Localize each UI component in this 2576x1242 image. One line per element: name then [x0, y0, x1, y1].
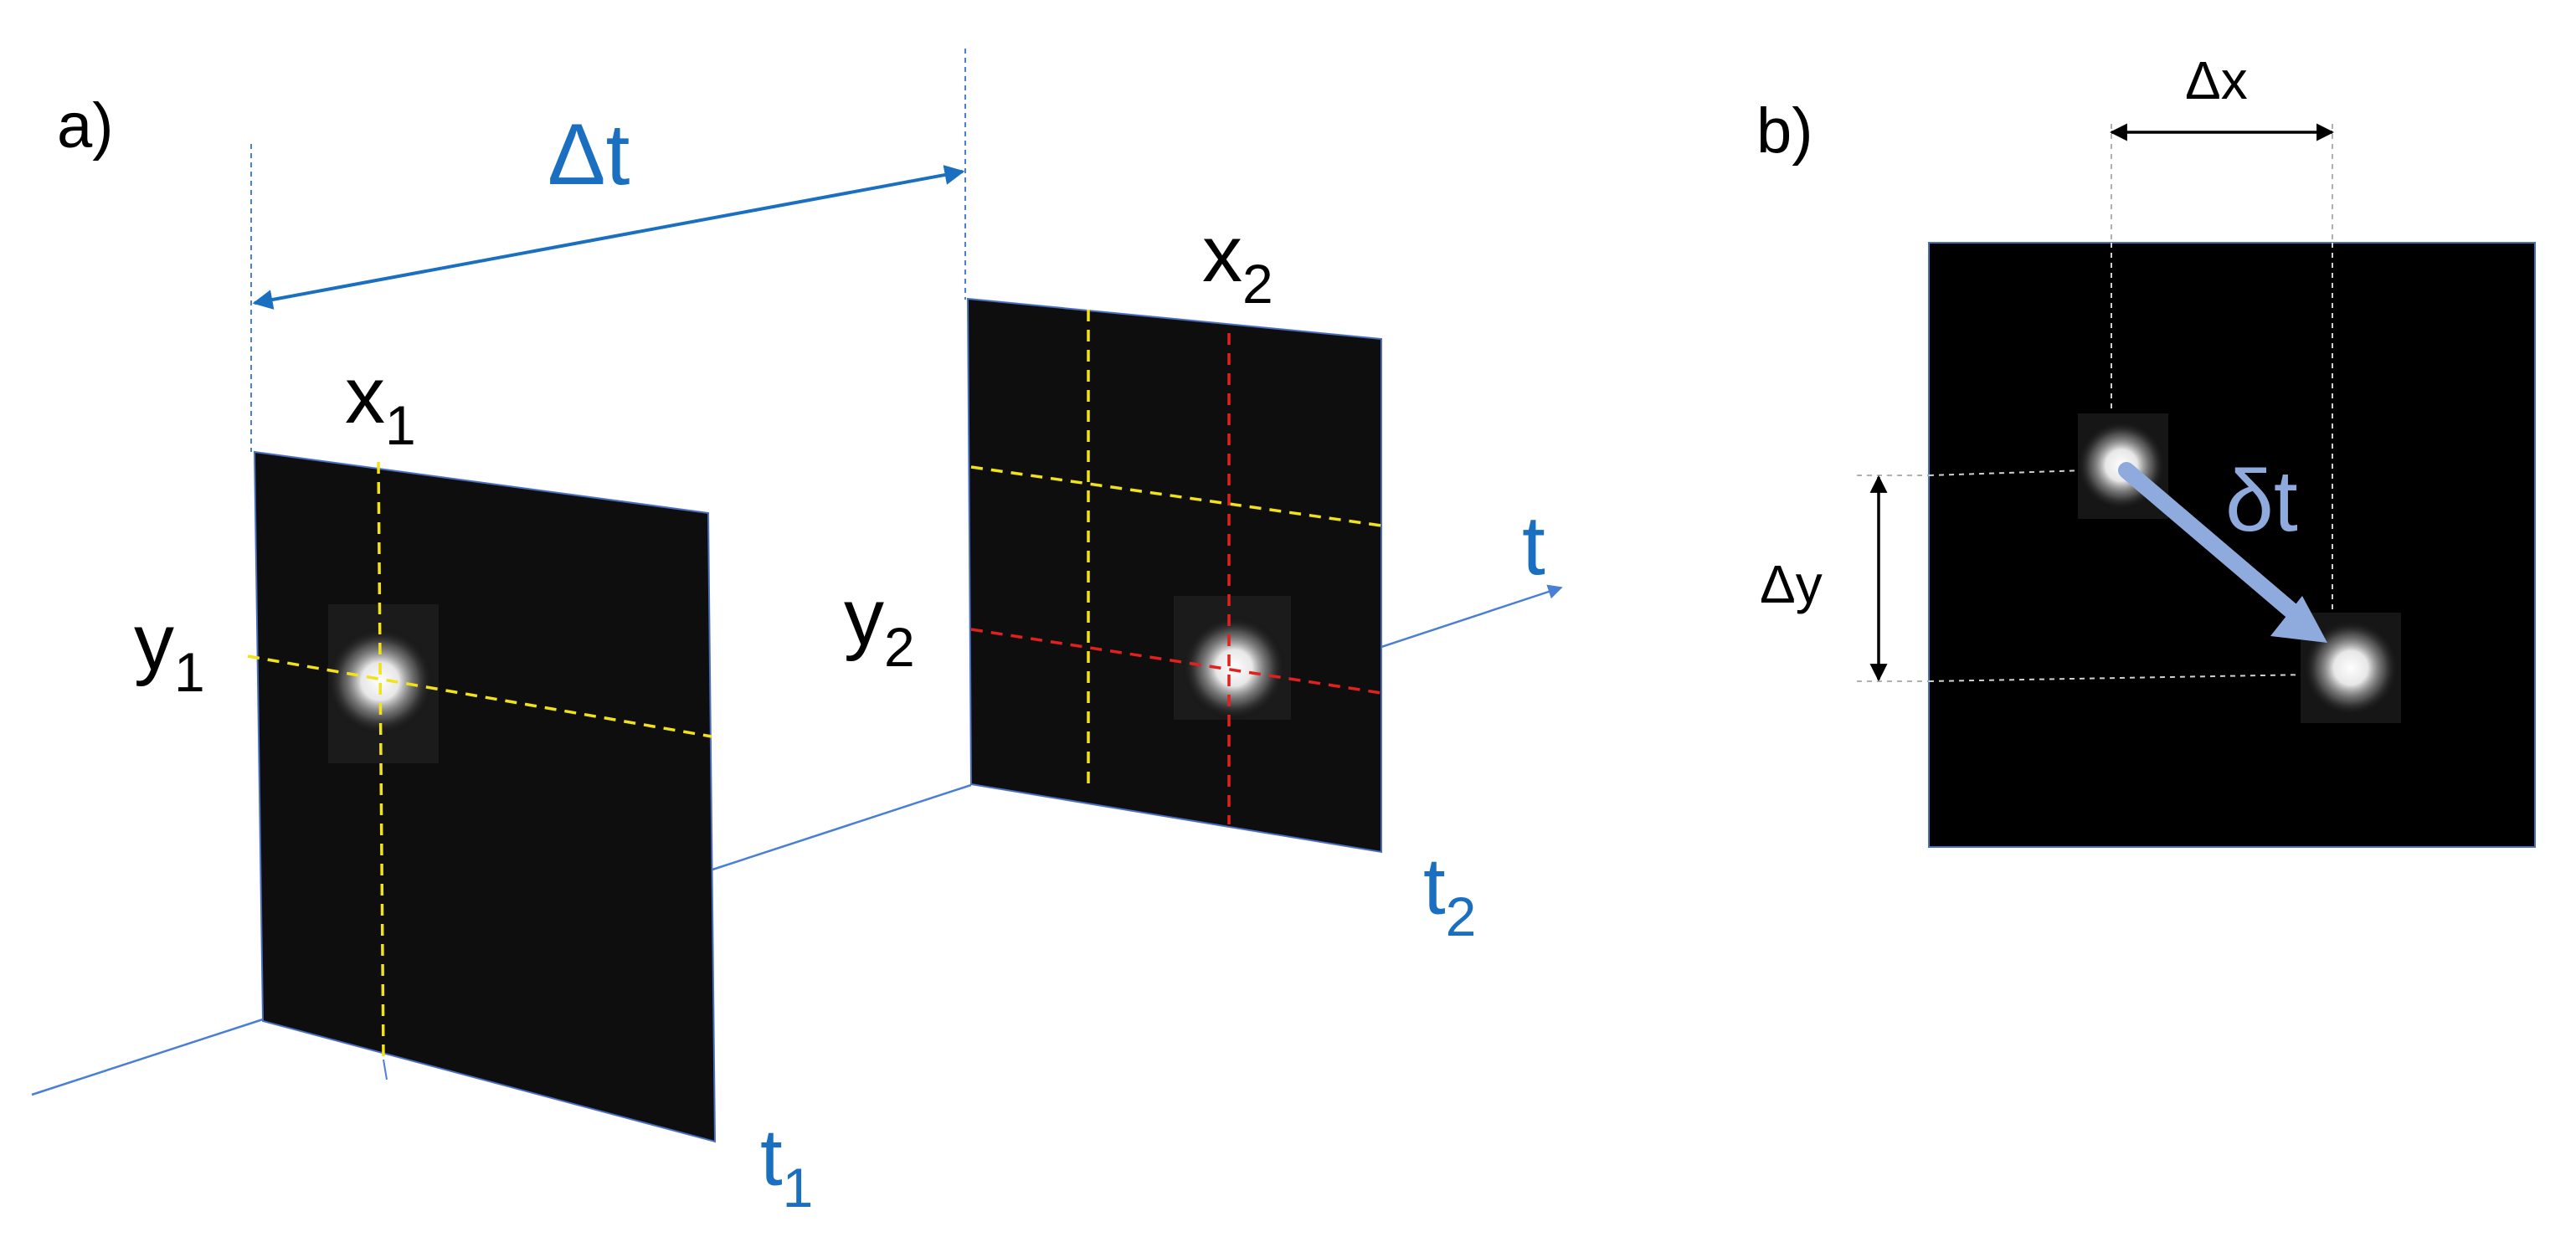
frame-1 [247, 450, 717, 1143]
particle-2 [2302, 619, 2399, 716]
delta-t-label: Δt [548, 106, 630, 203]
delta-x-dimension: Δx [2109, 50, 2335, 141]
frame-1-x-label: x1 [345, 351, 416, 456]
time-axis-label: t [1522, 499, 1545, 593]
frame-2-t-label: t2 [1423, 842, 1476, 947]
frame-1-particle [326, 628, 434, 735]
frame-2-image [966, 297, 1382, 854]
guide-y2-inner [1928, 674, 2311, 682]
frame-1-y-label: y1 [134, 598, 205, 703]
motion-arrow [2118, 462, 2327, 643]
delta-t-arrow [252, 165, 965, 310]
frame-2 [966, 297, 1382, 854]
frame-1-t-label: t1 [760, 1113, 813, 1219]
frame-2-red-horizontal [970, 628, 1382, 695]
panel-b-label: b) [1756, 95, 1813, 167]
frame-1-yellow-horizontal [247, 654, 712, 738]
delta-t-small-label: δt [2225, 453, 2298, 550]
axis-segment-middle [709, 783, 972, 872]
panel-a-label: a) [57, 90, 114, 162]
time-axis [31, 584, 1563, 1096]
motion-arrowhead [2270, 596, 2327, 643]
axis-segment-front [31, 1018, 264, 1096]
frame-1-x-tick [383, 1059, 388, 1080]
time-guides [250, 49, 966, 452]
panel-b-guides [1857, 124, 2333, 682]
delta-x-label: Δx [2185, 50, 2248, 110]
frame-2-y-label: y2 [844, 572, 915, 678]
axis-segment-end [1381, 584, 1563, 649]
delta-y-dimension: Δy [1760, 475, 1888, 682]
frame-2-particle [1182, 616, 1286, 720]
frame-2-yellow-horizontal [970, 465, 1382, 527]
delta-y-label: Δy [1760, 554, 1823, 614]
panel-b-frame [1928, 242, 2536, 848]
frame-1-image [253, 450, 717, 1143]
frame-2-x-label: x2 [1202, 209, 1273, 315]
